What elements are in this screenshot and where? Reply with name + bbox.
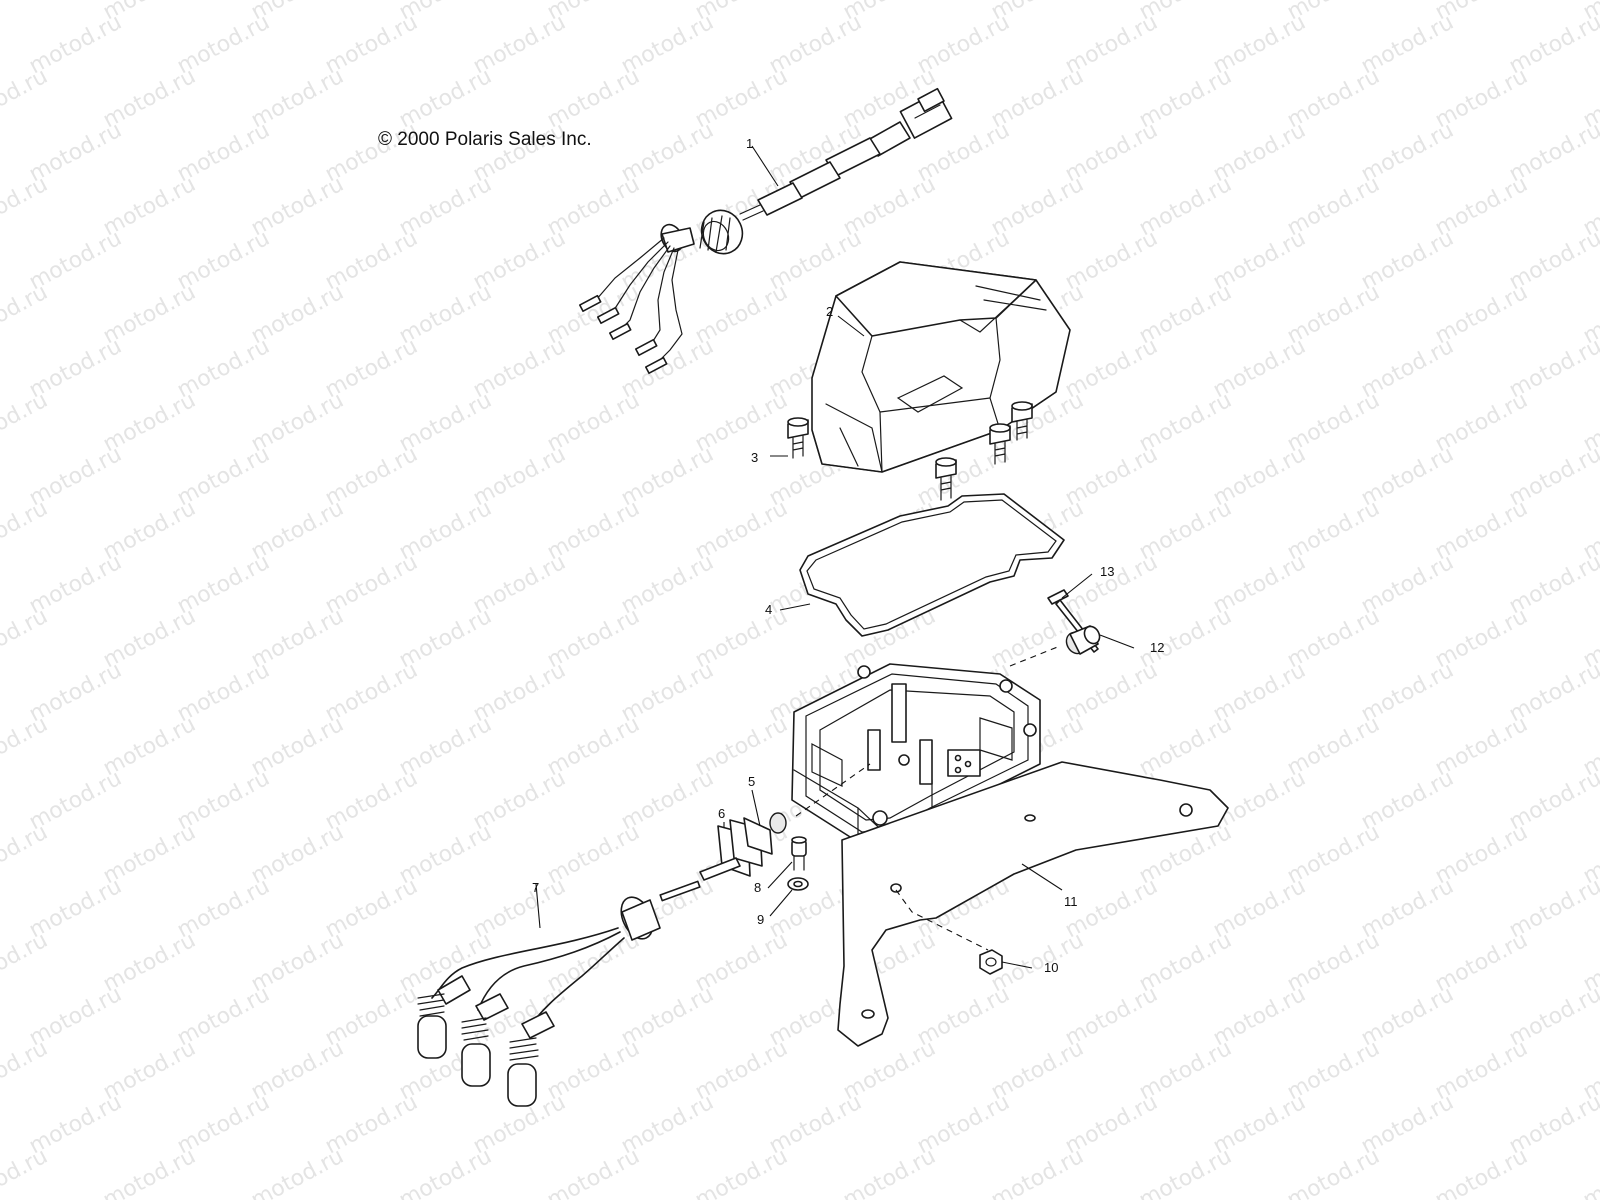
part-10-nut — [979, 949, 1003, 975]
part-11-bracket — [837, 761, 1229, 1047]
callout-9: 9 — [757, 912, 764, 927]
callout-10: 10 — [1044, 960, 1058, 975]
watermark-text: motod.ru — [0, 604, 52, 673]
part-4-gasket — [799, 493, 1065, 637]
watermark-text: motod.ru — [1579, 1144, 1600, 1200]
watermark-text: motod.ru — [0, 388, 52, 457]
watermark-text: motod.ru — [395, 1144, 496, 1200]
part-7-wire-harness — [417, 857, 741, 1107]
watermark-text: motod.ru — [0, 64, 52, 133]
callout-6: 6 — [718, 806, 725, 821]
part-12-plug — [1065, 625, 1101, 655]
callout-4: 4 — [765, 602, 772, 617]
leader-lines — [535, 145, 1135, 969]
callout-11: 11 — [1064, 894, 1078, 909]
watermark-text: motod.ru — [0, 280, 52, 349]
watermark-text: motod.ru — [0, 172, 52, 241]
watermark-text: motod.ru — [0, 712, 52, 781]
part-9-washer — [787, 877, 809, 891]
watermark-text: motod.ru — [543, 1144, 644, 1200]
watermark-text: motod.ru — [1135, 1144, 1236, 1200]
watermark-text: motod.ru — [0, 928, 52, 997]
watermark-text: motod.ru — [0, 496, 52, 565]
watermark-text: motod.ru — [0, 0, 52, 25]
part-2-cover — [811, 261, 1071, 473]
part-3-screws — [787, 401, 1033, 501]
watermark-text: motod.ru — [247, 1144, 348, 1200]
watermark-text: motod.ru — [0, 1144, 52, 1200]
watermark-text: motod.ru — [99, 1144, 200, 1200]
part-8-bolt — [791, 836, 807, 871]
callout-12: 12 — [1150, 640, 1164, 655]
watermark-text: motod.ru — [0, 1036, 52, 1105]
watermark-text: motod.ru — [987, 1144, 1088, 1200]
part-1-wire-harness — [578, 87, 953, 375]
watermark-text: motod.ru — [839, 1144, 940, 1200]
callout-13: 13 — [1100, 564, 1114, 579]
watermark-text: motod.ru — [0, 820, 52, 889]
callout-7: 7 — [532, 880, 539, 895]
watermark-text: motod.ru — [1431, 1144, 1532, 1200]
callout-1: 1 — [746, 136, 753, 151]
callout-5: 5 — [748, 774, 755, 789]
copyright-text: © 2000 Polaris Sales Inc. — [378, 129, 592, 150]
callout-labels: 1 2 3 4 5 6 7 8 9 10 11 12 13 — [532, 136, 1164, 975]
watermark-text: motod.ru — [1283, 1144, 1384, 1200]
callout-2: 2 — [826, 304, 833, 319]
watermark-text: motod.ru — [691, 1144, 792, 1200]
part-5-bushing — [769, 812, 787, 834]
callout-8: 8 — [754, 880, 761, 895]
callout-3: 3 — [751, 450, 758, 465]
